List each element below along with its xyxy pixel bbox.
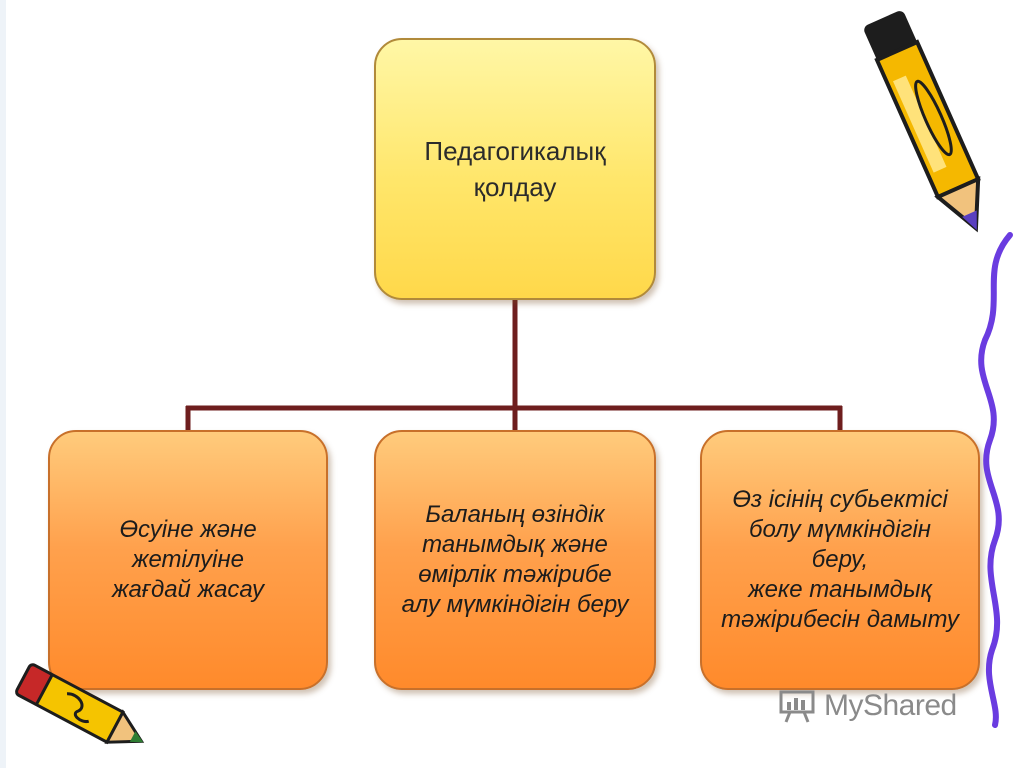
root-node: Педагогикалық қолдау — [374, 38, 656, 300]
purple-squiggle-line — [978, 232, 1013, 728]
watermark-text: MyShared — [824, 689, 957, 722]
pencil-icon — [15, 663, 145, 745]
left-edge-strip — [0, 0, 6, 768]
child-node-2-label: Баланың өзіндік танымдық және өмірлік тә… — [401, 501, 629, 618]
child-node-3: Өз ісінің субьектісі болу мүмкіндігін бе… — [700, 430, 980, 690]
child-node-2: Баланың өзіндік танымдық және өмірлік тә… — [374, 430, 656, 690]
pencil-icon — [864, 11, 981, 233]
presentation-board-icon — [779, 690, 815, 723]
watermark: MyShared — [778, 688, 957, 724]
child-node-1: Өсуіне және жетілуіне жағдай жасау — [48, 430, 328, 690]
child-node-1-label: Өсуіне және жетілуіне жағдай жасау — [112, 516, 264, 603]
root-node-label: Педагогикалық қолдау — [424, 136, 606, 202]
child-node-3-label: Өз ісінің субьектісі болу мүмкіндігін бе… — [721, 486, 959, 633]
